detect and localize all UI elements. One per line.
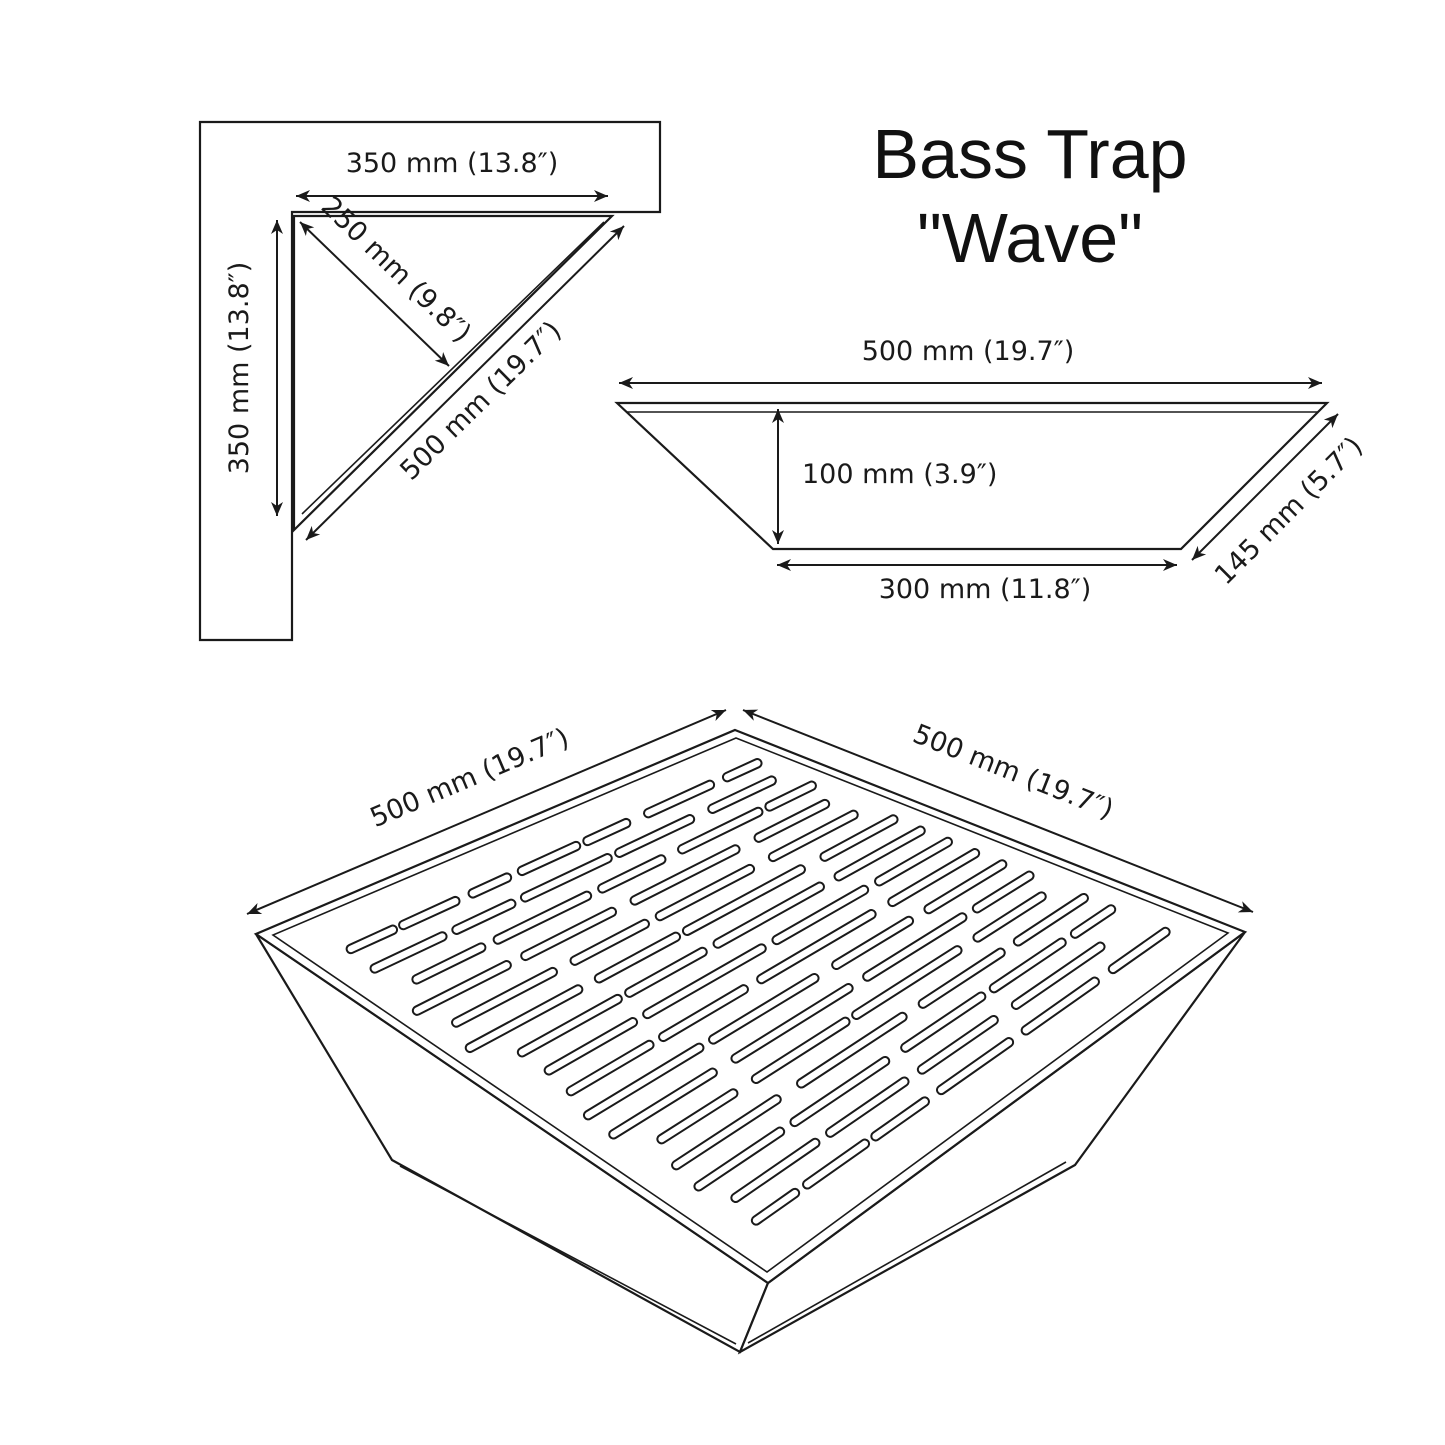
wave-slot bbox=[804, 1140, 869, 1188]
wave-slot bbox=[660, 986, 747, 1041]
wave-slot bbox=[518, 995, 621, 1056]
diagram-title: Bass Trap "Wave" bbox=[872, 115, 1187, 277]
wave-slot bbox=[371, 933, 446, 972]
wave-slot bbox=[695, 1128, 784, 1190]
wave-slot bbox=[752, 1189, 799, 1224]
dim-line bbox=[305, 225, 625, 541]
wave-slot bbox=[1012, 943, 1104, 1008]
body-left-edge-inner-line bbox=[399, 1165, 737, 1345]
wave-slot bbox=[1071, 906, 1115, 937]
dim-corner-width: 350 mm (13.8″) bbox=[296, 148, 608, 202]
dim-corner-height: 350 mm (13.8″) bbox=[224, 220, 283, 516]
wave-slot bbox=[571, 920, 648, 964]
wave-slot bbox=[1109, 928, 1169, 973]
wave-slot bbox=[853, 947, 961, 1019]
wave-slot bbox=[758, 911, 875, 983]
wave-slot bbox=[732, 1139, 819, 1202]
section-trapezoid bbox=[614, 401, 1330, 551]
wave-slot bbox=[798, 1013, 906, 1087]
wall-outline bbox=[198, 120, 662, 642]
wave-slot bbox=[1022, 978, 1098, 1034]
dim-label: 100 mm (3.9″) bbox=[802, 459, 997, 490]
wave-slot bbox=[937, 1039, 1013, 1094]
title-line-1: Bass Trap bbox=[872, 115, 1187, 193]
dim-line bbox=[1191, 413, 1339, 561]
wave-slot bbox=[658, 1090, 737, 1143]
wave-slot bbox=[902, 993, 985, 1051]
wave-slot bbox=[584, 1044, 703, 1119]
wave-slot bbox=[413, 962, 510, 1014]
wave-slot bbox=[872, 1098, 928, 1140]
wave-slot bbox=[626, 948, 706, 996]
wave-slot bbox=[732, 985, 852, 1062]
dim-label: 350 mm (13.8″) bbox=[224, 262, 255, 475]
wave-slot bbox=[918, 1016, 997, 1073]
body-right-edge-inner-line bbox=[747, 1161, 1067, 1344]
wave-slot bbox=[644, 945, 765, 1018]
dim-line bbox=[246, 709, 727, 915]
dim-section-bottom-width: 300 mm (11.8″) bbox=[777, 559, 1177, 605]
wave-slot bbox=[864, 914, 966, 980]
wave-slot bbox=[466, 986, 582, 1052]
dim-label: 350 mm (13.8″) bbox=[346, 148, 559, 179]
dim-section-top-width: 500 mm (19.7″) bbox=[619, 336, 1322, 389]
wave-slot bbox=[990, 939, 1065, 992]
wave-slot bbox=[545, 1019, 637, 1074]
wave-slot bbox=[567, 1041, 653, 1095]
wave-slot bbox=[673, 1096, 780, 1169]
dim-label: 300 mm (11.8″) bbox=[879, 574, 1092, 605]
wave-slot bbox=[752, 1018, 849, 1083]
wave-slot bbox=[710, 974, 818, 1043]
wave-slot bbox=[453, 968, 556, 1026]
wave-slot bbox=[347, 926, 397, 953]
wave-slot bbox=[522, 908, 616, 960]
wave-slot bbox=[413, 944, 485, 983]
dim-line bbox=[742, 709, 1254, 913]
wave-slot bbox=[827, 1078, 908, 1136]
wave-slot bbox=[791, 1057, 889, 1126]
wave-slot bbox=[833, 917, 913, 969]
dim-label: 500 mm (19.7″) bbox=[862, 336, 1075, 367]
dim-section-thickness: 100 mm (3.9″) bbox=[772, 409, 997, 544]
corner-section-view: 350 mm (13.8″) 350 mm (13.8″) 250 mm (9.… bbox=[198, 120, 662, 642]
cross-section-view: 500 mm (19.7″) 100 mm (3.9″) 300 mm (11.… bbox=[614, 336, 1369, 605]
dim-label: 500 mm (19.7″) bbox=[909, 719, 1118, 826]
wave-slot bbox=[610, 1069, 716, 1138]
title-line-2: "Wave" bbox=[917, 199, 1143, 277]
wave-slot bbox=[595, 933, 680, 982]
wave-slot bbox=[919, 949, 1004, 1007]
perspective-view: 500 mm (19.7″) 500 mm (19.7″) bbox=[246, 709, 1254, 1355]
